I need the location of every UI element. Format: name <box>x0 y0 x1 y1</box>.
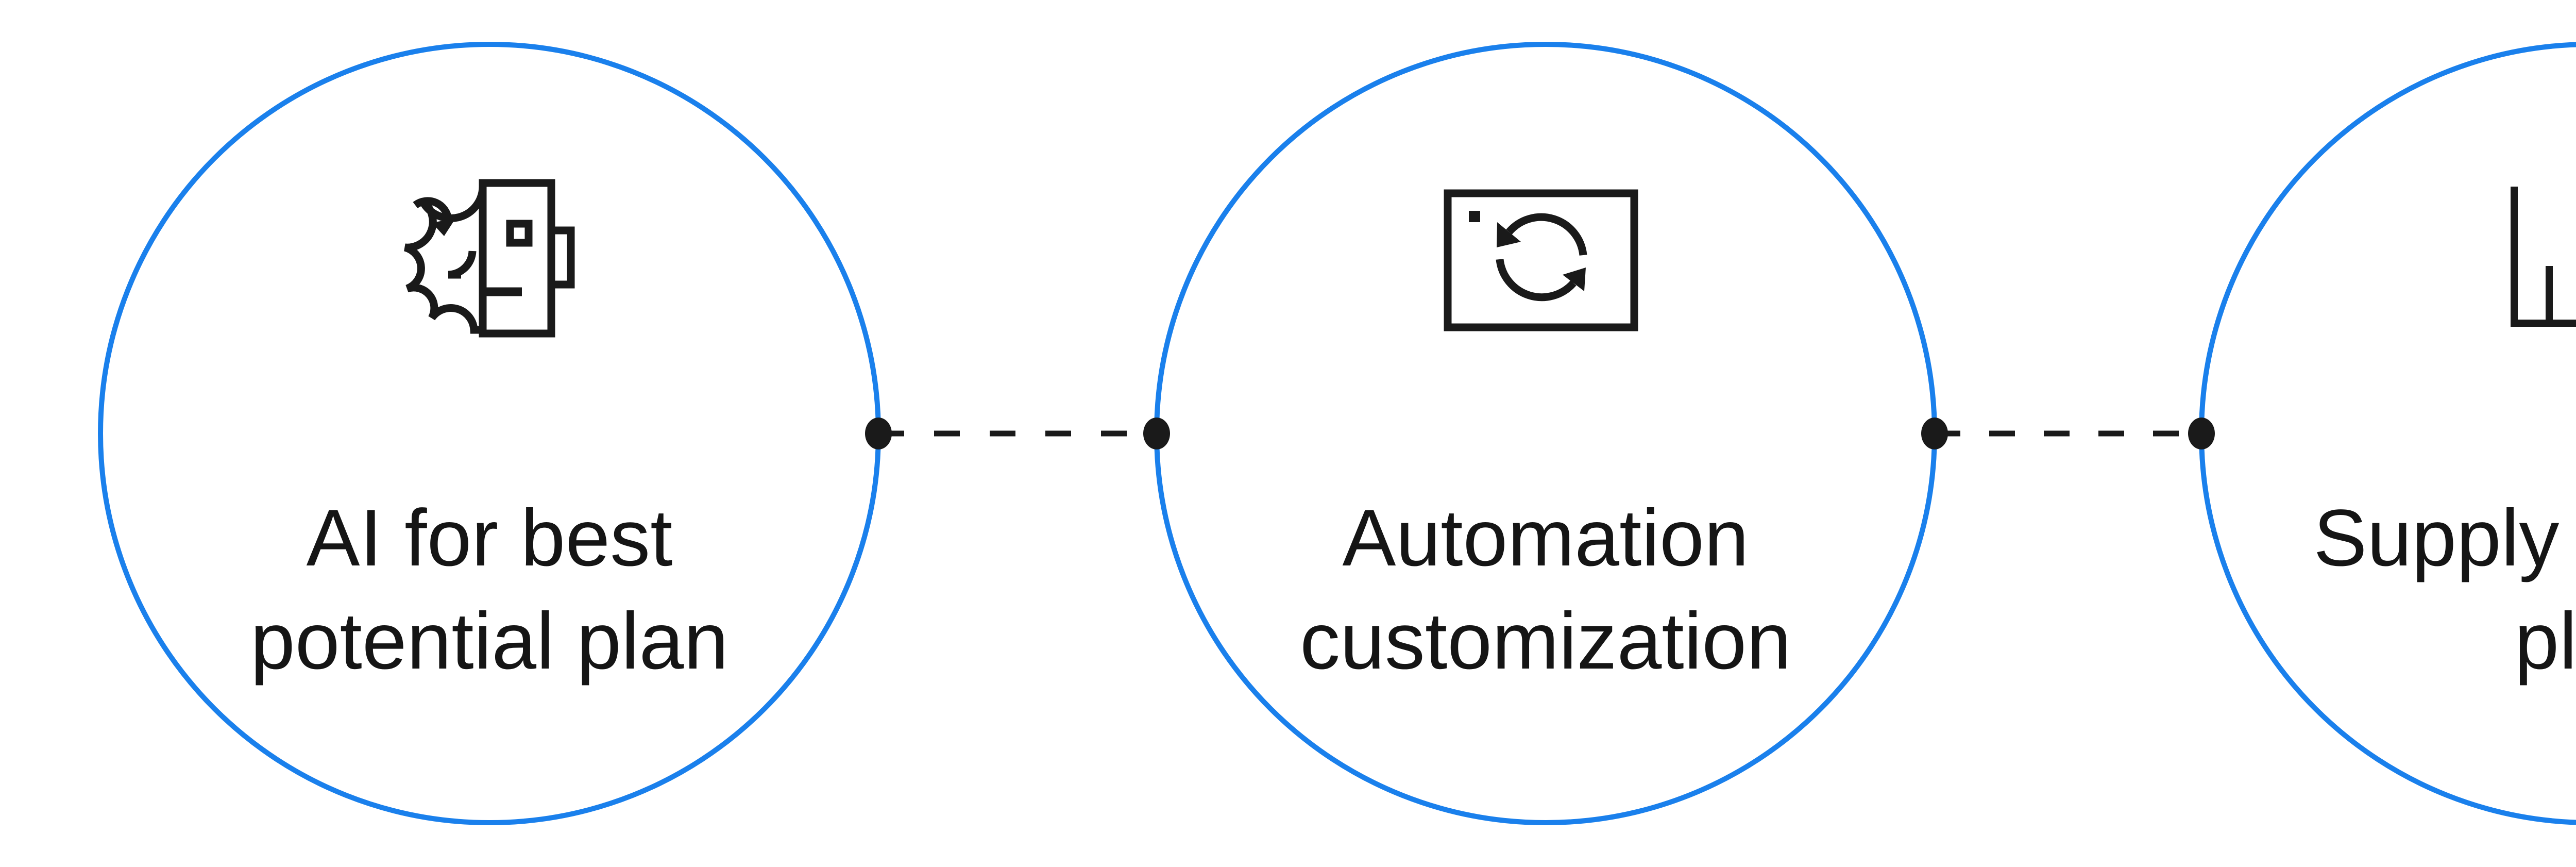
step-label-3: Supply Material plan <box>2153 487 2576 698</box>
step-label-1-line2: potential plan <box>250 596 729 686</box>
step-circle-1 <box>98 42 881 825</box>
step-circle-2 <box>1154 42 1937 825</box>
dashed-connector-1 <box>865 418 1170 449</box>
step-label-2-line1: Automation <box>1342 493 1749 583</box>
bar-chart-growth-icon <box>2511 187 2576 327</box>
connector-dot <box>865 418 892 449</box>
ai-brain-chip-icon <box>403 179 575 338</box>
dashed-connector-2 <box>1921 418 2215 449</box>
connector-dot <box>2188 418 2215 449</box>
automation-sync-icon <box>1444 189 1638 331</box>
step-label-1: AI for best potential plan <box>52 487 927 698</box>
connector-dot <box>1143 418 1170 449</box>
step-label-3-line2: plan <box>2514 596 2576 686</box>
step-label-2-line2: customization <box>1300 596 1791 686</box>
step-label-1-line1: AI for best <box>306 493 673 583</box>
connector-dot <box>1921 418 1948 449</box>
step-label-3-line1: Supply Material <box>2313 493 2576 583</box>
step-label-2: Automation customization <box>1108 487 1984 698</box>
step-circle-3 <box>2199 42 2576 825</box>
